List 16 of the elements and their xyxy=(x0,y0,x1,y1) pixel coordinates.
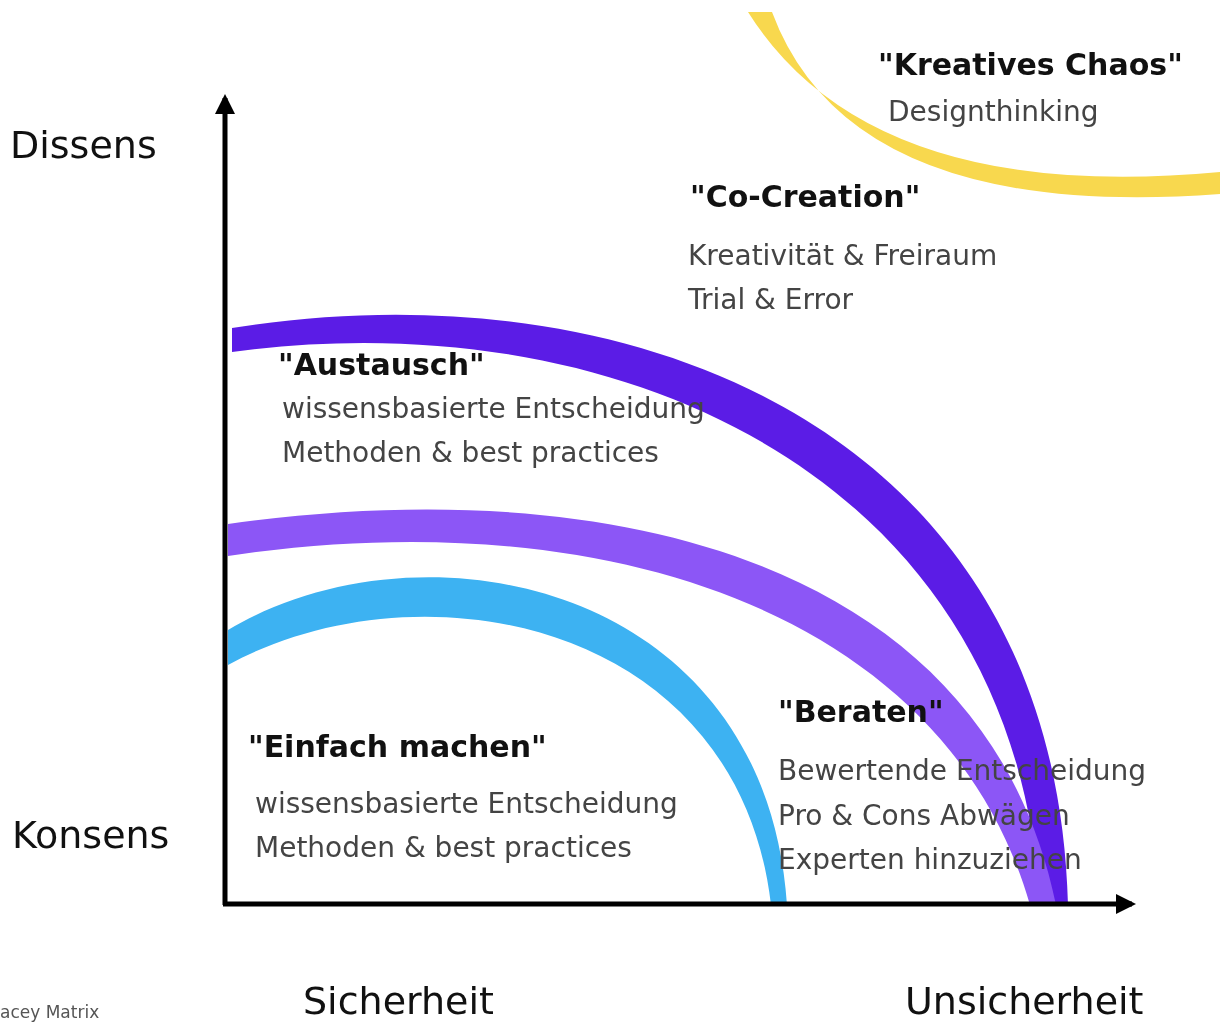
quadrant-text: wissensbasierte Entscheidung xyxy=(255,788,678,821)
quadrant-text: Kreativität & Freiraum xyxy=(688,240,998,273)
quadrant-heading: "Einfach machen" xyxy=(248,730,547,765)
quadrant-text: wissensbasierte Entscheidung xyxy=(282,393,705,426)
source-note: acey Matrix xyxy=(0,1003,100,1023)
quadrant-heading: "Co-Creation" xyxy=(690,180,921,215)
axis-label: Konsens xyxy=(12,814,170,858)
axis-label: Sicherheit xyxy=(303,980,494,1024)
quadrant-heading: "Kreatives Chaos" xyxy=(878,48,1183,83)
axis-label: Dissens xyxy=(10,124,157,168)
quadrant-heading: "Austausch" xyxy=(278,348,485,383)
axis-label: Unsicherheit xyxy=(905,980,1144,1024)
quadrant-text: Methoden & best practices xyxy=(282,437,659,470)
quadrant-text: Designthinking xyxy=(888,96,1099,129)
quadrant-text: Methoden & best practices xyxy=(255,832,632,865)
quadrant-text: Trial & Error xyxy=(688,284,854,317)
